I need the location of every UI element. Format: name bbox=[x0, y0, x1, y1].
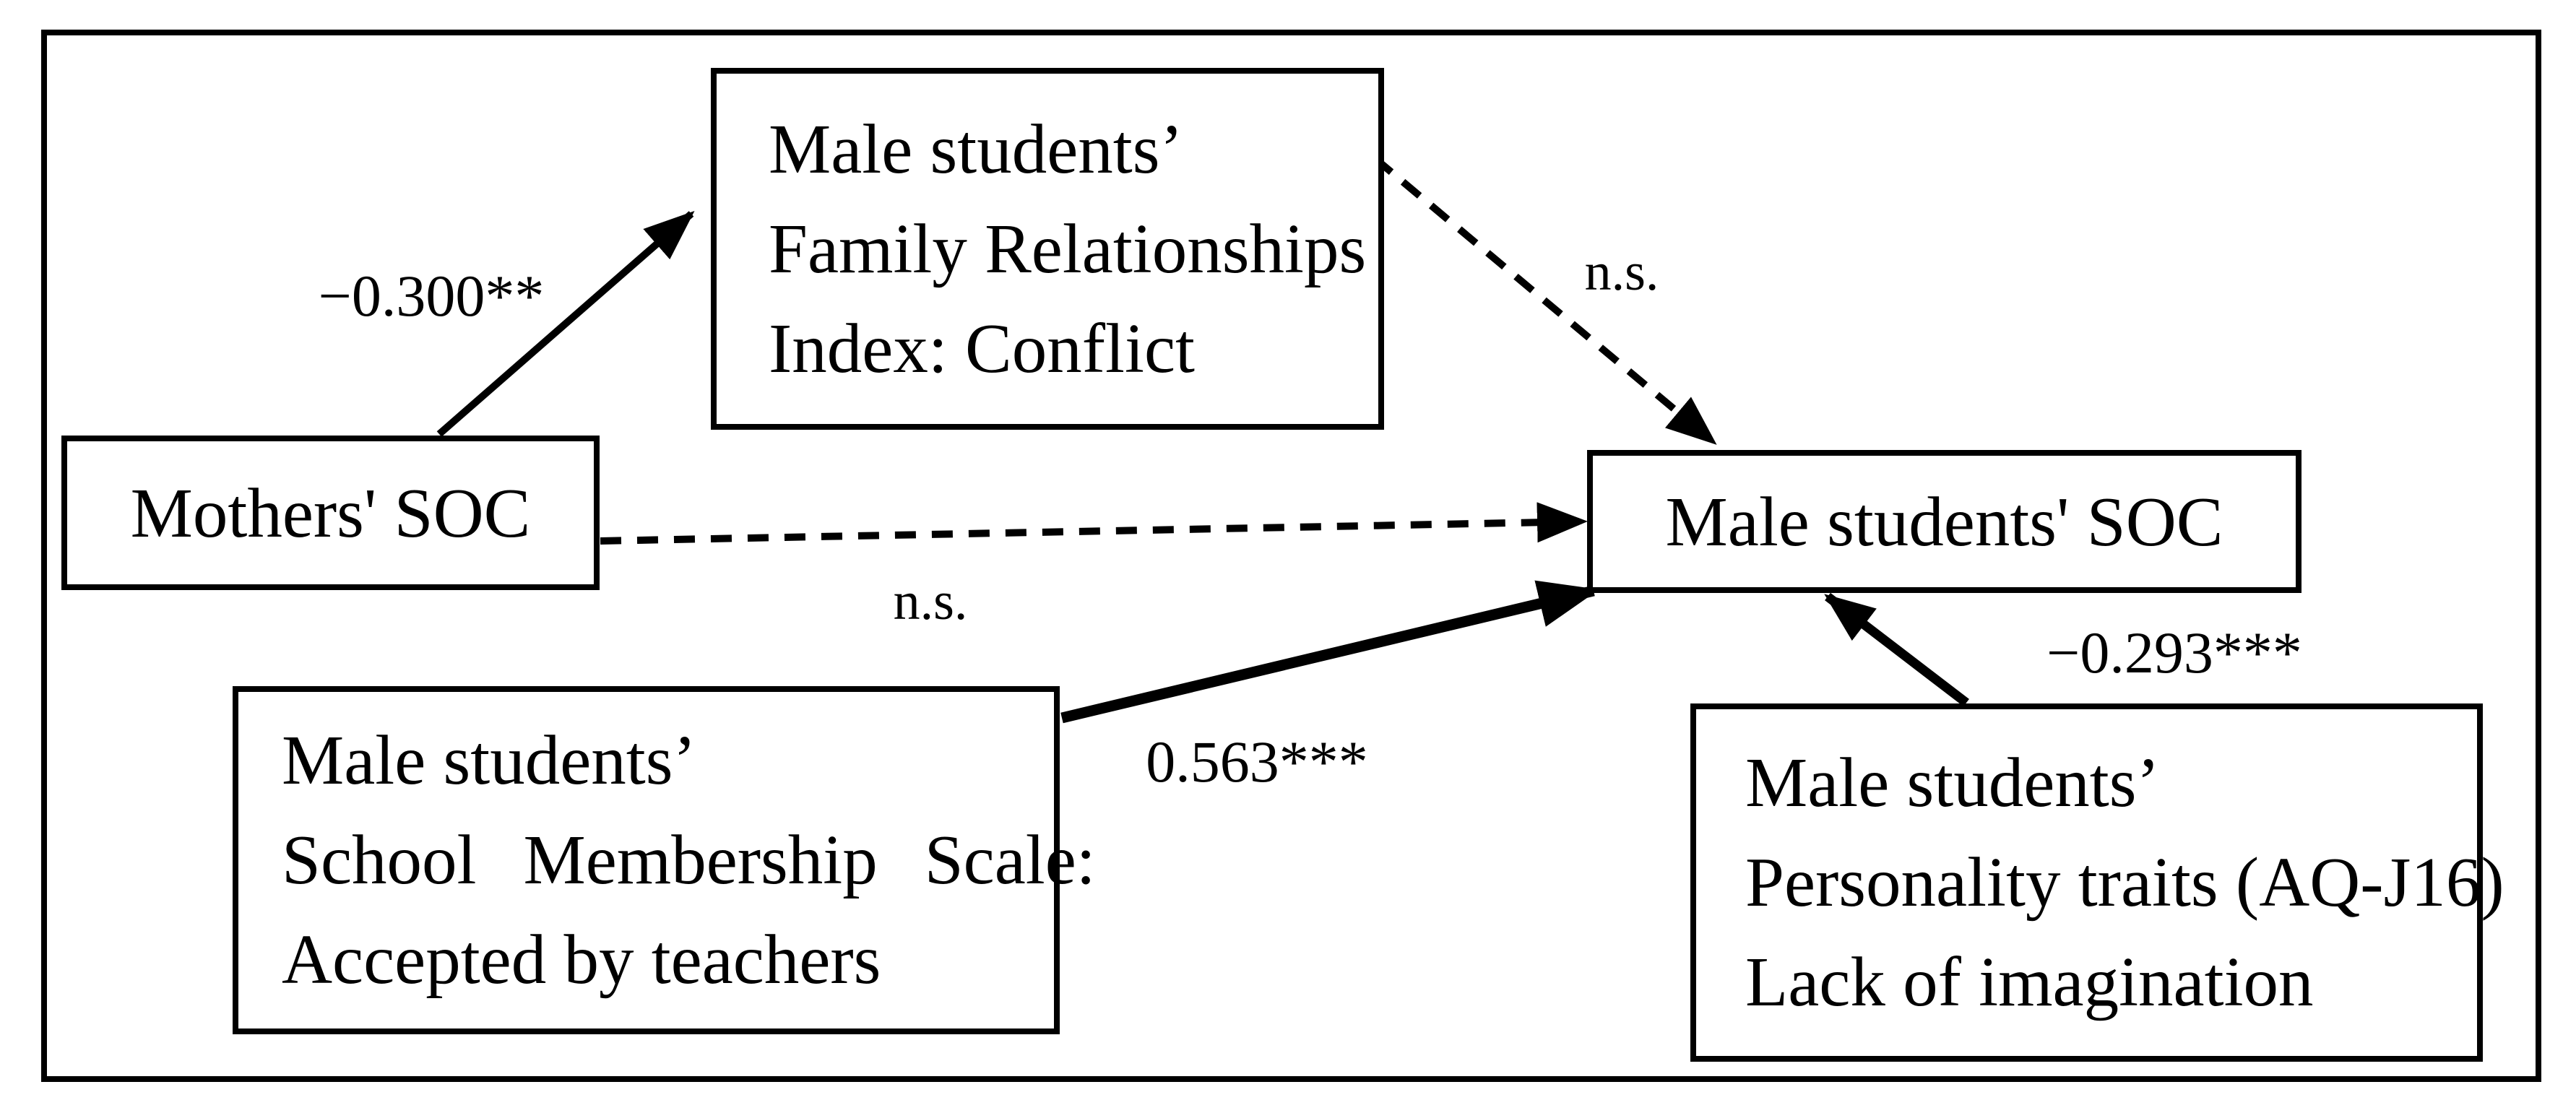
coefficient-label-personality-soc: −0.293*** bbox=[2046, 620, 2302, 685]
node-male-students-soc: Male students' SOC bbox=[1587, 450, 2301, 593]
node-male-students-soc-label: Male students' SOC bbox=[1665, 482, 2223, 560]
node-family-relationships-conflict: Male students’ Family Relationships Inde… bbox=[711, 68, 1384, 430]
node-school-line-2: School Membership Scale: bbox=[282, 821, 1096, 898]
ns-label-mothers-soc: n.s. bbox=[893, 572, 968, 631]
coefficient-label-school-soc: 0.563*** bbox=[1146, 729, 1368, 794]
arrow-personality-to-soc bbox=[1824, 592, 1969, 707]
node-mothers-soc: Mothers' SOC bbox=[61, 436, 600, 590]
node-school-line-1: Male students’ bbox=[282, 722, 696, 799]
arrow-family-to-soc-dashed bbox=[1372, 155, 1717, 445]
node-personality-line-2: Personality traits (AQ-J16) bbox=[1745, 844, 2504, 921]
arrow-mothers-to-soc-dashed bbox=[600, 502, 1588, 545]
node-family-line-2: Family Relationships bbox=[769, 209, 1367, 287]
coefficient-label-mothers-family: −0.300** bbox=[318, 263, 545, 329]
node-family-line-3: Index: Conflict bbox=[769, 309, 1195, 387]
ns-label-family-soc: n.s. bbox=[1584, 243, 1659, 302]
node-personality-line-3: Lack of imagination bbox=[1745, 943, 2314, 1021]
node-mothers-soc-label: Mothers' SOC bbox=[130, 474, 531, 552]
arrow-mothers-to-family bbox=[436, 211, 695, 437]
node-personality-traits: Male students’ Personality traits (AQ-J1… bbox=[1690, 703, 2504, 1062]
node-school-membership: Male students’ School Membership Scale: … bbox=[233, 686, 1096, 1034]
node-personality-line-1: Male students’ bbox=[1745, 744, 2160, 821]
figure-border bbox=[41, 30, 2541, 1082]
node-family-line-1: Male students’ bbox=[769, 110, 1183, 188]
node-school-line-3: Accepted by teachers bbox=[282, 921, 881, 998]
arrow-school-to-soc bbox=[1060, 580, 1599, 724]
